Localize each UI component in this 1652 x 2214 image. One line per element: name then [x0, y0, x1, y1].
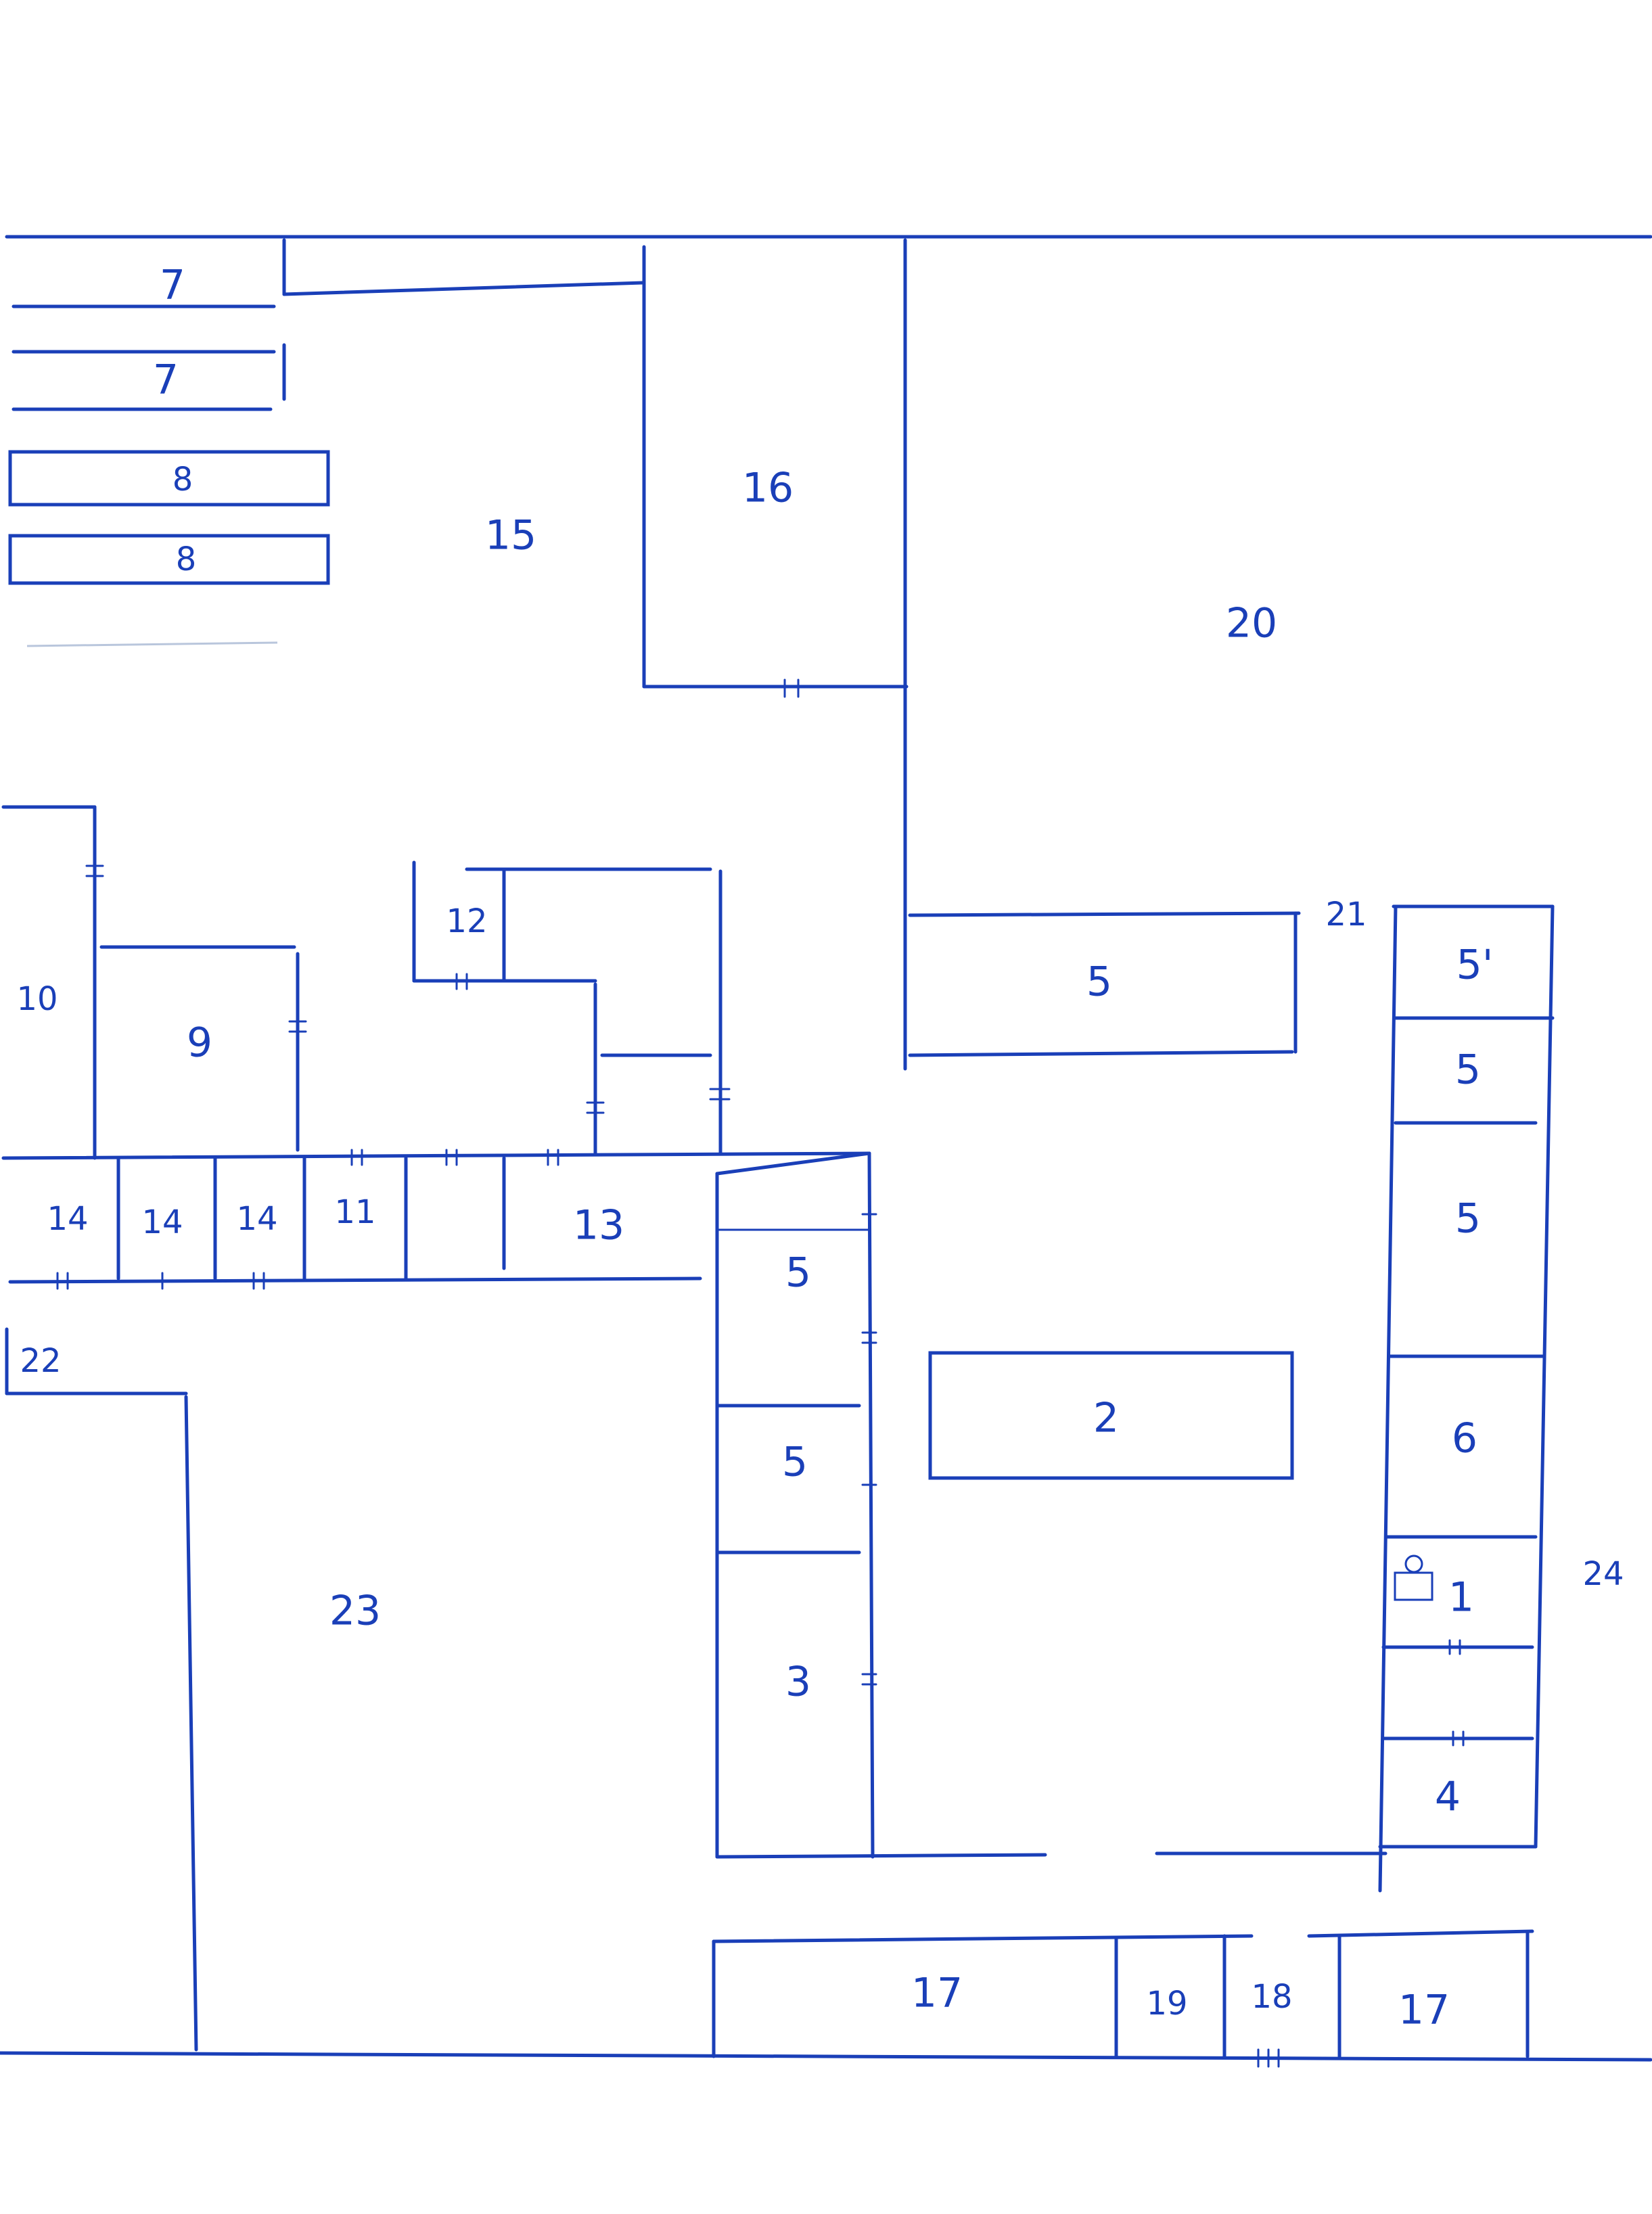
label-11: 11 [334, 1193, 375, 1231]
label-14a: 14 [47, 1200, 88, 1238]
label-7b: 7 [153, 356, 179, 404]
label-17b: 17 [1398, 1987, 1450, 2034]
room-2 [928, 1351, 1294, 1480]
label-9: 9 [187, 1019, 212, 1067]
label-14c: 14 [236, 1200, 277, 1238]
label-22: 22 [20, 1342, 61, 1380]
label-1: 1 [1448, 1574, 1474, 1621]
label-5-left-2: 5 [782, 1439, 808, 1486]
label-7a: 7 [160, 262, 185, 309]
label-5-left-1: 5 [785, 1249, 811, 1297]
label-5-right-1: 5 [1455, 1046, 1481, 1094]
shelf-group-7-8 [8, 304, 330, 647]
label-8a: 8 [173, 461, 193, 499]
corridor-strip [1, 1149, 871, 1290]
bottom-outer-wall [0, 2051, 1652, 2062]
label-24: 24 [1582, 1555, 1624, 1593]
room-5-top [908, 911, 1301, 1057]
label-12: 12 [446, 902, 487, 940]
label-19: 19 [1146, 1985, 1187, 2023]
label-5-top: 5 [1086, 959, 1112, 1006]
label-14b: 14 [141, 1203, 183, 1241]
label-13: 13 [573, 1202, 624, 1249]
label-2: 2 [1093, 1395, 1119, 1442]
label-20: 20 [1226, 600, 1277, 647]
label-8b: 8 [176, 540, 197, 578]
rooms-9-10-12 [1, 805, 731, 1160]
label-17a: 17 [911, 1970, 963, 2017]
room-16-walls [282, 238, 909, 1071]
label-10: 10 [16, 980, 58, 1018]
label-16: 16 [742, 465, 794, 512]
label-3: 3 [785, 1659, 811, 1706]
label-21: 21 [1325, 896, 1367, 933]
label-4: 4 [1435, 1774, 1461, 1821]
label-18: 18 [1251, 1978, 1292, 2016]
label-15: 15 [485, 512, 536, 559]
central-bottom-walls [715, 1851, 1387, 1859]
bottom-row-rooms [712, 1929, 1534, 2068]
label-5-prime: 5' [1456, 942, 1494, 989]
right-column-rooms [1378, 904, 1555, 1893]
room-23-walls [5, 1327, 198, 2052]
label-5-right-2: 5 [1455, 1195, 1481, 1243]
label-6: 6 [1452, 1415, 1477, 1462]
left-middle-column [715, 1151, 877, 1859]
label-23: 23 [329, 1588, 381, 1635]
